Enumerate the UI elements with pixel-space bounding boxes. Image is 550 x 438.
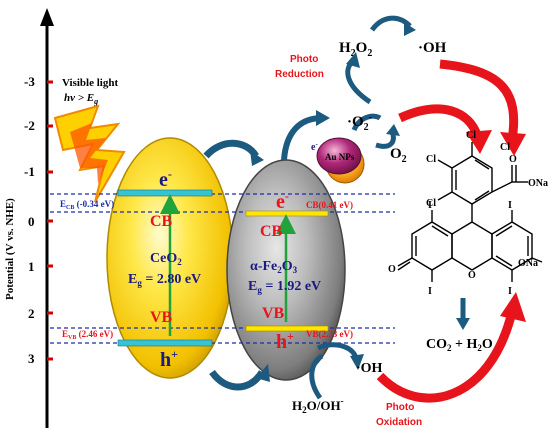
hydroxyl-radical-bottom: ·OH xyxy=(356,361,383,376)
atom-label: I xyxy=(428,286,432,297)
tick-label: 2 xyxy=(28,306,35,321)
fe-vb-value: VB(2.33 eV) xyxy=(306,329,353,339)
atom-label: I xyxy=(508,286,512,297)
au-electron: e- xyxy=(311,140,318,153)
fe-cb-bar xyxy=(245,210,329,217)
fe-to-au-arrowhead xyxy=(316,110,330,126)
dye-atom-labels: Cl Cl Cl Cl O ONa I I O O I I ONa xyxy=(388,130,548,297)
products-label: CO2 + H2O xyxy=(426,337,493,353)
h2o2-arrowhead xyxy=(346,52,360,68)
oh-arrowhead xyxy=(404,22,416,36)
ceo2-bandgap: Eg = 2.80 eV xyxy=(128,272,201,288)
hole-transfer-arrow xyxy=(209,369,265,391)
au-label: Au NPs xyxy=(325,152,355,162)
electron-transfer-arrow xyxy=(203,139,259,159)
axis-tick-labels: -3 -2 -1 0 1 2 3 xyxy=(24,74,35,366)
tick-label: 3 xyxy=(28,351,35,366)
o2rad-to-dye-arrowhead xyxy=(466,130,492,154)
fe-cb-value: CB(0.41 eV) xyxy=(306,200,353,210)
photo-reduction-line2: Reduction xyxy=(275,69,324,80)
degradation-arrowhead xyxy=(456,318,470,330)
photo-oxidation-line2: Oxidation xyxy=(376,417,422,428)
atom-label: I xyxy=(428,200,432,211)
hydroxyl-radical-top: ·OH xyxy=(418,40,447,56)
ceo2-vb-label: VB xyxy=(150,309,173,326)
dye-molecule xyxy=(397,142,543,282)
oxidation-arrow xyxy=(376,310,517,403)
fe-hole: h+ xyxy=(276,329,294,353)
ceo2-name: CeO2 xyxy=(150,251,182,267)
light-condition-label: hv > Eg xyxy=(64,92,98,106)
atom-label: O xyxy=(468,270,476,281)
au-to-o2rad-arrow xyxy=(351,113,382,132)
oh-to-dye-arrow xyxy=(439,59,519,141)
hole-oh-arrowhead xyxy=(350,354,364,370)
evb-label: EVB (2.46 eV) xyxy=(62,329,113,341)
atom-label: I xyxy=(508,200,512,211)
au-np-particle xyxy=(316,137,362,175)
tick-label: -1 xyxy=(24,164,35,179)
ecb-label: ECB (-0.34 eV) xyxy=(60,199,114,211)
oxidation-arrowhead xyxy=(500,292,526,322)
atom-label: O xyxy=(509,154,517,165)
photo-oxidation-line1: Photo xyxy=(386,402,414,413)
atom-label: Cl xyxy=(426,154,436,165)
visible-light-label: Visible light xyxy=(62,77,118,89)
fe-vb-label: VB xyxy=(262,305,285,322)
fe-electron: e- xyxy=(276,189,289,213)
fe-name: α-Fe2O3 xyxy=(250,259,298,275)
axis-arrow-icon xyxy=(40,8,54,26)
fe-bandgap: Eg = 1.92 eV xyxy=(248,279,321,295)
o2rad-to-h2o2-arrow xyxy=(345,60,372,105)
ceo2-cb-label: CB xyxy=(150,213,173,230)
oxygen-label: O2 xyxy=(390,146,407,165)
electron-transfer-arrowhead xyxy=(250,150,264,166)
atom-label: ONa xyxy=(518,258,538,269)
atom-label: O xyxy=(388,264,396,275)
ceo2-vb-bar xyxy=(117,339,213,347)
ceo2-electron: e- xyxy=(159,167,172,191)
axis-label: Potential (V vs. NHE) xyxy=(4,198,16,300)
lightning-glow xyxy=(70,123,108,184)
fe-cb-label: CB xyxy=(260,223,283,240)
h2o2-to-oh-arrow xyxy=(369,15,412,32)
atom-label: ONa xyxy=(528,178,548,189)
atom-label: Cl xyxy=(466,130,476,141)
o2rad-to-dye-arrow xyxy=(398,104,483,140)
oh-to-dye-arrowhead xyxy=(500,132,526,156)
fe-vb-bar xyxy=(245,325,329,332)
water-hydroxide-label: H2O/OH- xyxy=(292,396,344,415)
atom-label: Cl xyxy=(426,198,436,209)
potential-axis xyxy=(40,8,54,428)
ceo2-hole: h+ xyxy=(160,347,178,371)
tick-label: -2 xyxy=(24,118,35,133)
atom-label: Cl xyxy=(500,142,510,153)
tick-label: 1 xyxy=(28,259,35,274)
h2o-to-hole-arrow xyxy=(309,353,324,400)
o2-arrowhead xyxy=(386,124,400,136)
superoxide-radical: ·O2- xyxy=(347,112,372,133)
tick-label: -3 xyxy=(24,74,35,89)
photo-reduction-line1: Photo xyxy=(290,54,318,65)
tick-label: 0 xyxy=(28,214,35,229)
hole-transfer-arrowhead xyxy=(256,364,270,382)
h2o2-label: H2O2 xyxy=(339,40,372,59)
